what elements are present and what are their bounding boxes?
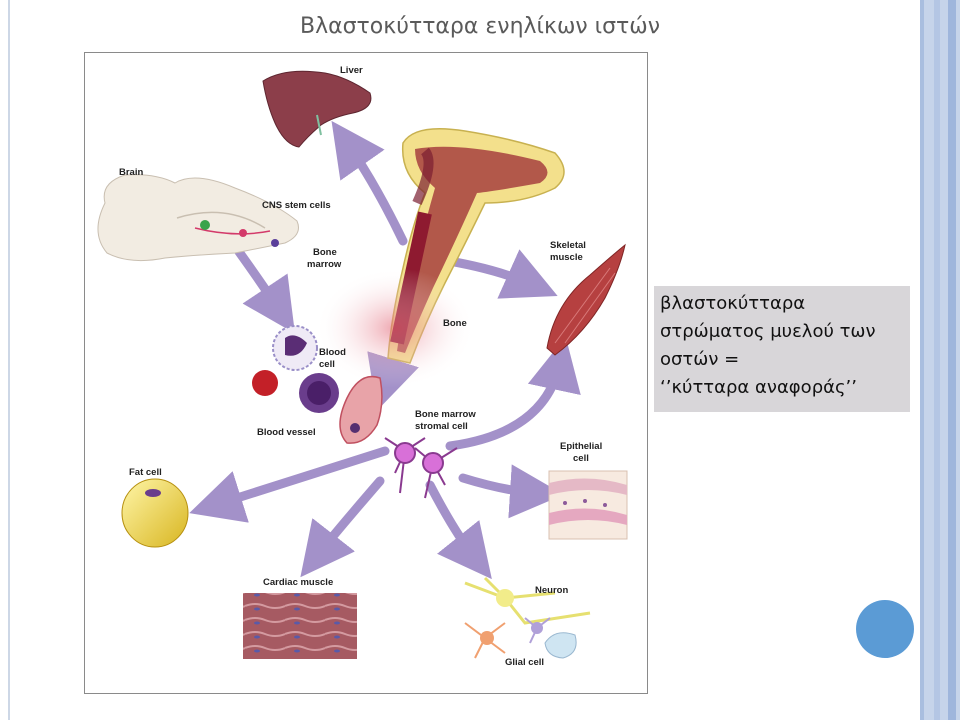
label-cardiac-muscle: Cardiac muscle: [263, 577, 333, 588]
marrow-glow: [315, 268, 475, 388]
label-bone-marrow-2: marrow: [307, 259, 342, 270]
callout-line: οστών =: [660, 349, 740, 370]
epithelial-illustration: [548, 470, 628, 540]
label-blood-vessel: Blood vessel: [257, 427, 316, 438]
label-glial-cell: Glial cell: [505, 657, 544, 668]
label-epithelial-2: cell: [573, 453, 589, 464]
frame-stripe: [920, 0, 924, 720]
arrow-to-liver: [331, 120, 408, 246]
arrow-brain-to-blood: [232, 244, 295, 334]
blood-cells-illustration: [252, 325, 339, 413]
label-blood-cell-2: cell: [319, 359, 335, 370]
liver-illustration: [262, 70, 372, 148]
stromal-cells-illustration: [384, 437, 458, 499]
label-liver: Liver: [340, 65, 363, 76]
frame-stripe: [948, 0, 956, 720]
callout-line: ‘’κύτταρα αναφοράς’’: [660, 377, 857, 398]
label-neuron: Neuron: [535, 585, 568, 596]
cardiac-muscle-illustration: [243, 593, 357, 659]
arrow-to-epithelial: [458, 464, 564, 519]
label-skeletal-2: muscle: [550, 252, 583, 263]
arrow-to-cardiac: [300, 476, 385, 578]
right-decorative-frame: [920, 0, 960, 720]
callout-line: στρώματος μυελού των: [660, 321, 876, 342]
label-fat-cell: Fat cell: [129, 467, 162, 478]
label-skeletal-1: Skeletal: [550, 240, 586, 251]
frame-stripe: [934, 0, 940, 720]
label-epithelial-1: Epithelial: [560, 441, 602, 452]
diagram-canvas: Liver Brain CNS stem cells Bone marrow B…: [97, 65, 628, 668]
neuron-glial-illustration: [464, 576, 591, 659]
brain-illustration: [97, 174, 299, 262]
diagram-labels: Liver Brain CNS stem cells Bone marrow B…: [119, 65, 602, 668]
skeletal-muscle-illustration: [546, 243, 626, 356]
blood-vessel-illustration: [339, 375, 383, 444]
callout-line: βλαστοκύτταρα: [660, 293, 806, 314]
arrow-to-neuron: [425, 480, 492, 580]
label-bone: Bone: [443, 318, 467, 329]
stem-cell-diagram: Liver Brain CNS stem cells Bone marrow B…: [84, 52, 648, 694]
label-bone-marrow-1: Bone: [313, 247, 337, 258]
slide-title: Βλαστοκύτταρα ενηλίκων ιστών: [299, 14, 660, 39]
fat-cell-illustration: [121, 478, 189, 548]
left-border-line: [8, 0, 10, 720]
label-brain: Brain: [119, 167, 143, 178]
arrow-to-skeletal-lower: [445, 336, 581, 451]
callout-box: βλαστοκύτταρα στρώματος μυελού των οστών…: [654, 286, 910, 412]
label-blood-cell-1: Blood: [319, 347, 346, 358]
label-stromal-2: stromal cell: [415, 421, 468, 432]
label-stromal-1: Bone marrow: [415, 409, 476, 420]
circle-decoration: [856, 600, 914, 658]
arrow-to-fat: [189, 446, 390, 523]
label-cns-stem-cells: CNS stem cells: [262, 200, 331, 211]
